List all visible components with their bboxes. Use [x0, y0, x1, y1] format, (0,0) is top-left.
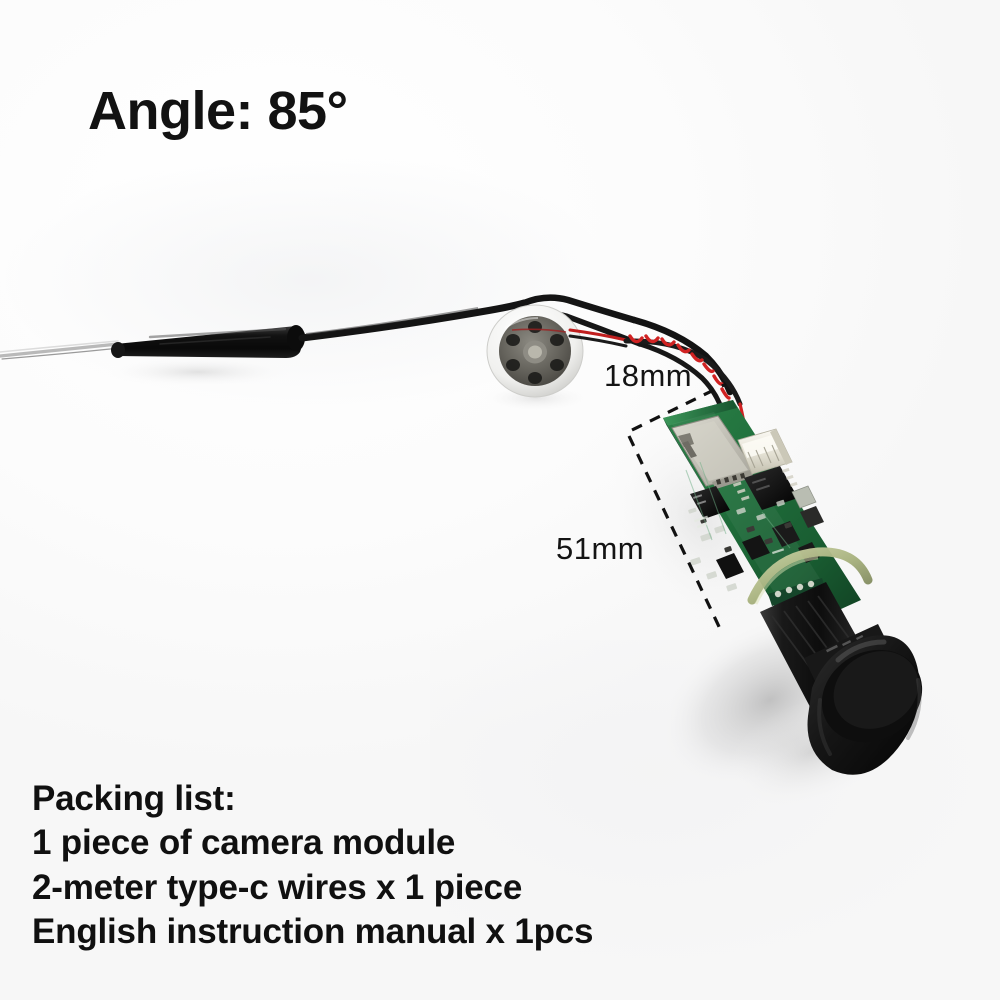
microsd-slot [671, 415, 757, 489]
speaker-disc [486, 304, 584, 398]
pcb-board [663, 400, 873, 636]
dimension-line-51mm [627, 435, 724, 634]
lens-holder-ring [747, 547, 873, 605]
pcb-smd-components [685, 461, 817, 592]
dimension-line-18mm [631, 382, 727, 432]
pcb-pad-row [768, 578, 826, 606]
pcb-integrated-circuits [690, 466, 824, 579]
dimension-lines [627, 382, 727, 634]
cable-inline-module [111, 325, 306, 358]
dimension-label-18mm: 18mm [604, 358, 693, 393]
power-wire-pair [511, 328, 748, 442]
dimension-label-51mm: 51mm [556, 531, 645, 566]
packing-list-item: 1 piece of camera module [32, 823, 456, 863]
antenna-wire [0, 340, 121, 360]
packing-list-heading: Packing list: [32, 779, 236, 818]
packing-list-item: 2-meter type-c wires x 1 piece [32, 867, 523, 907]
packing-list: Packing list: 1 piece of camera module 2… [32, 777, 593, 955]
jst-connector [737, 428, 793, 475]
angle-label: Angle: 85° [88, 81, 348, 141]
packing-list-item: English instruction manual x 1pcs [32, 912, 594, 952]
camera-lens [760, 582, 923, 775]
